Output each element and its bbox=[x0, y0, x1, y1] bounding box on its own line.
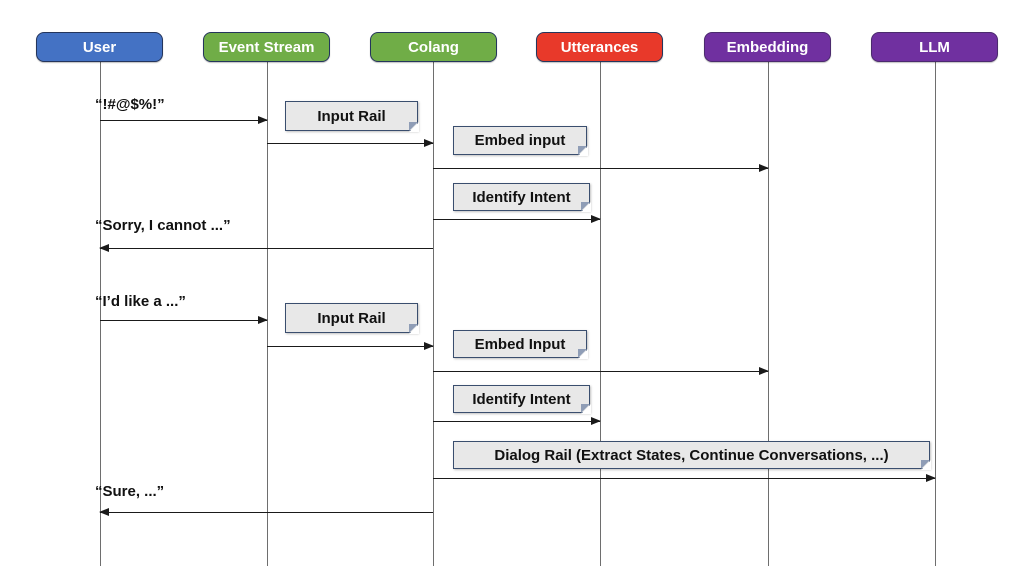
arrow-colang-to-llm bbox=[433, 474, 936, 482]
lifeline-llm bbox=[935, 62, 936, 566]
lifeline-embedding bbox=[768, 62, 769, 566]
actor-event-stream-label: Event Stream bbox=[218, 38, 315, 56]
actor-utterances: Utterances bbox=[536, 32, 663, 62]
message-label-id-like-a: “I’d like a ...” bbox=[95, 293, 186, 310]
note-input-rail-1-label: Input Rail bbox=[317, 107, 386, 125]
note-embed-input-1: Embed input bbox=[453, 126, 588, 156]
note-embed-input-2: Embed Input bbox=[453, 330, 588, 359]
actor-embedding: Embedding bbox=[704, 32, 831, 62]
arrow-user-to-event-stream-1 bbox=[100, 116, 268, 124]
arrow-event-stream-to-colang-1 bbox=[267, 139, 434, 147]
actor-event-stream: Event Stream bbox=[203, 32, 330, 62]
note-identify-intent-2-label: Identify Intent bbox=[472, 390, 571, 408]
note-input-rail-2: Input Rail bbox=[285, 303, 419, 334]
note-input-rail-1: Input Rail bbox=[285, 101, 419, 132]
message-label-sure-reply: “Sure, ...” bbox=[95, 483, 165, 500]
actor-embedding-label: Embedding bbox=[726, 38, 809, 56]
message-label-blocked-input: “!#@$%!” bbox=[95, 96, 165, 113]
note-dialog-rail-label: Dialog Rail (Extract States, Continue Co… bbox=[494, 446, 889, 464]
arrow-event-stream-to-colang-2 bbox=[267, 342, 434, 350]
arrow-colang-to-user-2 bbox=[99, 508, 433, 516]
arrow-colang-to-embedding-2 bbox=[433, 367, 769, 375]
message-label-sorry-reply: “Sorry, I cannot ...” bbox=[95, 217, 231, 234]
arrow-colang-to-utterances-2 bbox=[433, 417, 601, 425]
note-identify-intent-2: Identify Intent bbox=[453, 385, 591, 414]
arrow-colang-to-utterances-1 bbox=[433, 215, 601, 223]
lifeline-user bbox=[100, 62, 101, 566]
note-input-rail-2-label: Input Rail bbox=[317, 309, 386, 327]
actor-colang: Colang bbox=[370, 32, 497, 62]
lifeline-event-stream bbox=[267, 62, 268, 566]
actor-utterances-label: Utterances bbox=[560, 38, 639, 56]
note-identify-intent-1: Identify Intent bbox=[453, 183, 591, 212]
note-embed-input-2-label: Embed Input bbox=[474, 335, 566, 353]
actor-user: User bbox=[36, 32, 163, 62]
note-identify-intent-1-label: Identify Intent bbox=[472, 188, 571, 206]
note-embed-input-1-label: Embed input bbox=[474, 132, 566, 149]
actor-llm: LLM bbox=[871, 32, 998, 62]
arrow-colang-to-embedding-1 bbox=[433, 164, 769, 172]
lifeline-colang bbox=[433, 62, 434, 566]
arrow-colang-to-user-1 bbox=[99, 244, 433, 252]
actor-colang-label: Colang bbox=[408, 38, 459, 56]
lifeline-utterances bbox=[600, 62, 601, 566]
arrow-user-to-event-stream-2 bbox=[100, 316, 268, 324]
actor-llm-label: LLM bbox=[919, 38, 950, 56]
note-dialog-rail: Dialog Rail (Extract States, Continue Co… bbox=[453, 441, 931, 470]
actor-user-label: User bbox=[82, 38, 117, 56]
